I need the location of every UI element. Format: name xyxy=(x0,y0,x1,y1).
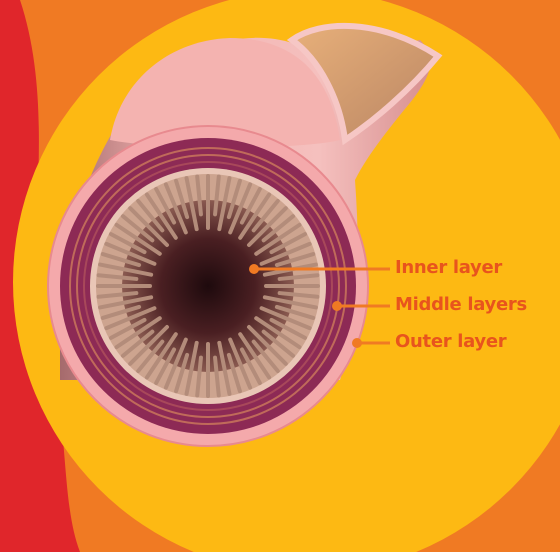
middle-layers-label: Middle layers xyxy=(395,294,527,315)
inner-layer-label: Inner layer xyxy=(395,257,502,278)
inner-leader-dot xyxy=(249,264,259,274)
outer-leader-dot xyxy=(352,338,362,348)
outer-layer-label: Outer layer xyxy=(395,331,506,352)
middle-leader-dot xyxy=(332,301,342,311)
cross-section xyxy=(48,126,368,446)
